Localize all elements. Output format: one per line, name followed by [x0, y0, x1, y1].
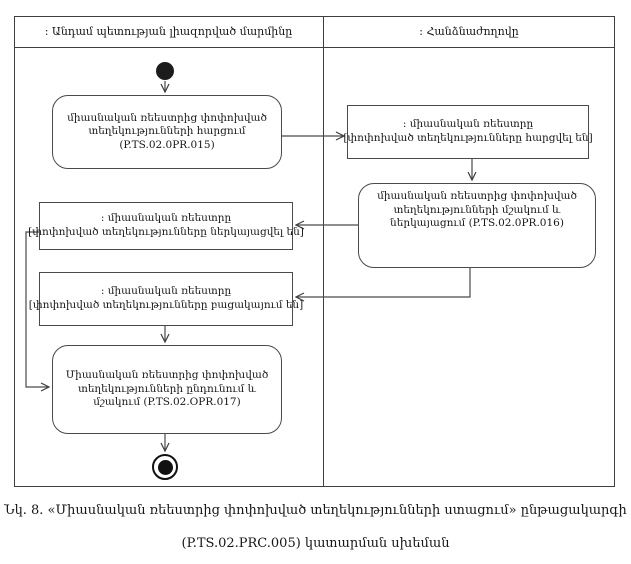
activity-label-line: Միասնական ռեեստրից փոփոխված: [65, 369, 269, 382]
edge-process-to-state-absent: [296, 268, 471, 297]
activity-label-line: տեղեկությունների մշակում և: [393, 203, 561, 216]
activity-label-line: միասնական ռեեստրից փոփոխված: [377, 190, 577, 202]
activity-label-line: տեղեկությունների ընդունում և: [78, 382, 256, 395]
activity-code: մշակում (P.TS.02.OPR.017): [93, 396, 241, 409]
object-name: : միասնական ռեեստրը: [100, 285, 232, 298]
swimlane-title: : Անդամ պետության լիազորված մարմինը: [44, 25, 293, 38]
object-state: [փոփոխված տեղեկությունները բացակայում են…: [28, 299, 304, 311]
activity-process-and-present: միասնական ռեեստրից փոփոխված տեղեկություն…: [358, 183, 596, 268]
figure-caption-line1: Նկ. 8. «Միասնական ռեեստրից փոփոխված տեղե…: [4, 503, 627, 518]
swimlane-header-authorized-body: : Անդամ պետության լիազորված մարմինը: [14, 16, 323, 47]
activity-code: ներկայացում (P.TS.02.0PR.016): [390, 217, 564, 230]
object-state-registry-queried: : միասնական ռեեստրը [փոփոխված տեղեկությո…: [343, 105, 593, 159]
object-state: [փոփոխված տեղեկությունները ներկայացվել ե…: [28, 226, 304, 238]
swimlane-header-separator: [14, 47, 615, 48]
object-state-registry-absent: : միասնական ռեեստրը [փոփոխված տեղեկությո…: [29, 272, 303, 326]
activity-query-changed-info: միասնական ռեեստրից փոփոխված տեղեկություն…: [52, 95, 282, 169]
swimlane-divider: [323, 16, 324, 487]
activity-label-line: միասնական ռեեստրից փոփոխված: [67, 111, 267, 124]
swimlane-header-commission: : Հանձնաժողովը: [323, 16, 615, 47]
swimlane-title: : Հանձնաժողովը: [419, 25, 519, 38]
object-state: [փոփոխված տեղեկությունները հարցվել են]: [343, 132, 593, 144]
activity-code: (P.TS.02.0PR.015): [119, 138, 215, 151]
initial-node: [156, 62, 174, 80]
final-node: [152, 454, 178, 480]
activity-label-line: տեղեկությունների հարցում: [88, 125, 246, 138]
object-state-registry-presented: : միասնական ռեեստրը [փոփոխված տեղեկությո…: [28, 202, 304, 250]
edge-state-presented-to-receive: [25, 231, 49, 387]
figure-caption-line2: (P.TS.02.PRC.005) կատարման սխեման: [181, 536, 450, 551]
object-name: : միասնական ռեեստրը: [100, 212, 232, 225]
final-node-dot: [157, 459, 173, 475]
object-name: : միասնական ռեեստրը: [402, 118, 534, 131]
activity-receive-and-process: Միասնական ռեեստրից փոփոխված տեղեկություն…: [52, 345, 282, 434]
